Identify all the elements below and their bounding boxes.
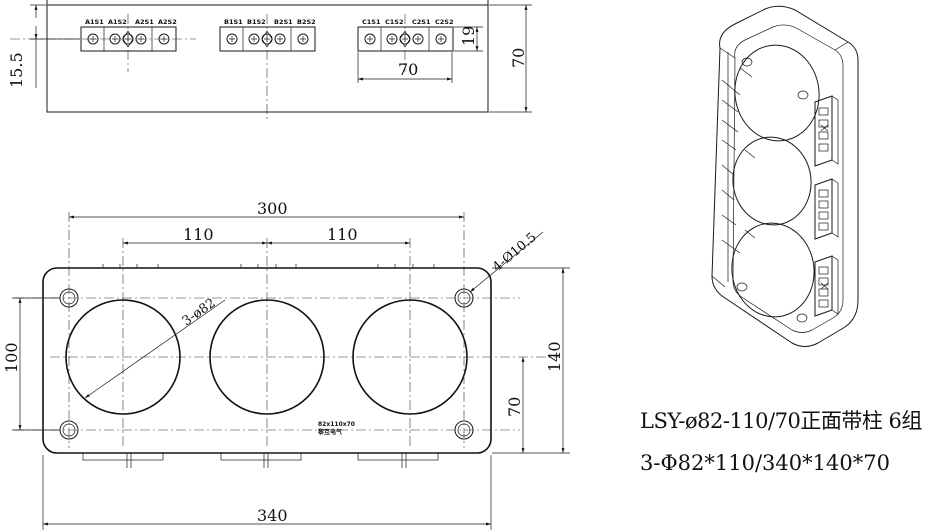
dim-70: 70 [505, 397, 524, 417]
iso-terminal-block-a [814, 95, 839, 167]
terminal-block-c: C1S1 C1S2 C2S1 C2S2 [357, 18, 454, 52]
label-brand: 黎互电气 [318, 428, 342, 436]
terminal-label-a1s1: A1S1 [85, 18, 104, 26]
terminal-label-b1s1: B1S1 [224, 18, 243, 26]
terminal-label-c2s1: C2S1 [412, 18, 431, 26]
label-size: 82x110x70 [318, 421, 355, 428]
dim-bore: 3-ø82 [180, 296, 219, 330]
dim-15-5: 15.5 [7, 52, 26, 88]
dim-110-left: 110 [183, 225, 214, 244]
iso-terminal-block-c [814, 255, 839, 317]
dim-70-width: 70 [398, 60, 418, 79]
top-view-body [46, 4, 489, 113]
caption-model: LSY-ø82-110/70正面带柱 6组 [640, 409, 922, 433]
iso-bore-middle [732, 136, 812, 226]
dim-19: 19 [459, 26, 478, 46]
terminal-label-a2s2: A2S2 [158, 18, 177, 26]
terminal-label-a2s1: A2S1 [135, 18, 154, 26]
terminal-label-c1s1: C1S1 [362, 18, 381, 26]
terminal-label-b2s2: B2S2 [297, 18, 316, 26]
isometric-view [711, 5, 859, 347]
terminal-block-b: B1S1 B1S2 B2S1 B2S2 [219, 18, 316, 52]
terminal-label-c2s2: C2S2 [435, 18, 454, 26]
front-view: 300 110 110 4-Ø10.5 3-ø82 100 140 70 340… [2, 199, 570, 530]
dim-100: 100 [2, 342, 21, 373]
terminal-block-a: A1S1 A1S2 A2S1 A2S2 [80, 18, 177, 52]
dim-110-right: 110 [327, 225, 358, 244]
iso-shell [711, 5, 859, 347]
iso-bore-top [734, 44, 820, 142]
terminal-label-a1s2: A1S2 [108, 18, 127, 26]
dim-340: 340 [257, 506, 288, 525]
dim-140: 140 [545, 341, 564, 372]
dim-300: 300 [257, 199, 288, 218]
dim-70-height: 70 [509, 48, 528, 68]
caption-dimensions: 3-Φ82*110/340*140*70 [640, 451, 890, 475]
terminal-label-c1s2: C1S2 [385, 18, 404, 26]
iso-terminal-block-b [814, 178, 839, 240]
iso-bore-bottom [731, 222, 815, 318]
top-view: A1S1 A1S2 A2S1 A2S2 B1S1 B1S2 B2S1 B2S2 [7, 0, 532, 120]
terminal-label-b2s1: B2S1 [274, 18, 293, 26]
terminal-label-b1s2: B1S2 [247, 18, 266, 26]
